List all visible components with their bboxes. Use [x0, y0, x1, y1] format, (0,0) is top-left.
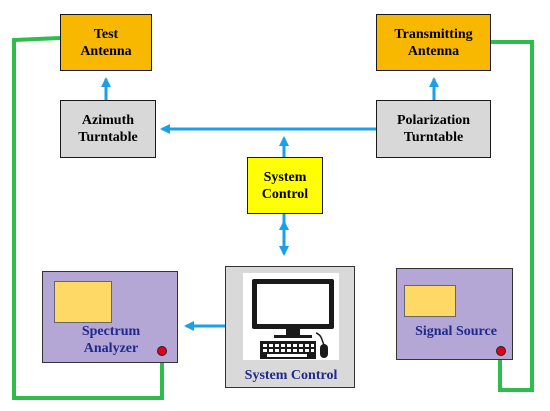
spectrum-analyzer-panel: Spectrum Analyzer	[42, 271, 178, 363]
test-antenna-box: Test Antenna	[60, 14, 152, 71]
spectrum-analyzer-label: Spectrum Analyzer	[81, 324, 141, 356]
system-control-pc-label: System Control	[244, 368, 338, 383]
signal-source-label: Signal Source	[415, 324, 497, 339]
system-control-box: System Control	[247, 157, 323, 214]
transmitting-antenna-label: Transmitting Antenna	[394, 26, 473, 59]
polarization-turntable-box: Polarization Turntable	[376, 100, 491, 158]
rf-cable-test-antenna-to-spectrum-analyzer	[12, 36, 164, 400]
azimuth-turntable-box: Azimuth Turntable	[60, 100, 156, 158]
system-control-pc-panel: System Control	[225, 266, 355, 388]
computer-icon	[252, 279, 334, 359]
signal-source-port-icon	[496, 346, 506, 356]
test-antenna-label: Test Antenna	[80, 26, 132, 59]
rf-cable-transmitting-antenna-to-signal-source	[491, 40, 534, 392]
transmitting-antenna-box: Transmitting Antenna	[376, 14, 491, 71]
keyboard-icon	[260, 341, 316, 359]
system-control-box-label: System Control	[261, 169, 309, 202]
spectrum-analyzer-port-icon	[157, 346, 167, 356]
azimuth-turntable-label: Azimuth Turntable	[78, 113, 138, 145]
mouse-icon	[320, 344, 328, 358]
signal-source-screen	[404, 285, 456, 317]
spectrum-analyzer-screen	[54, 281, 112, 323]
polarization-turntable-label: Polarization Turntable	[396, 113, 471, 145]
signal-source-panel: Signal Source	[396, 268, 513, 360]
